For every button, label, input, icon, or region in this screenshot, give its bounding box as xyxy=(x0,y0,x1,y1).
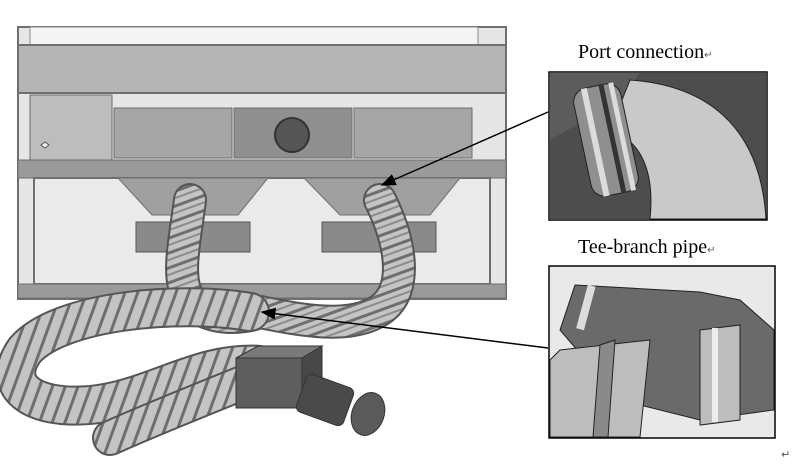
tee-branch-detail xyxy=(548,265,776,439)
arrow-tee-branch xyxy=(260,307,549,349)
label-port-connection: Port connection↵ xyxy=(578,41,713,63)
trailing-pilcrow: ↵ xyxy=(781,448,791,461)
label-tee-branch: Tee-branch pipe↵ xyxy=(578,236,716,258)
machine-frame xyxy=(17,26,507,300)
hose-assembly xyxy=(0,183,416,456)
port-connection-detail xyxy=(548,71,768,221)
arrow-port-connection xyxy=(380,111,549,186)
